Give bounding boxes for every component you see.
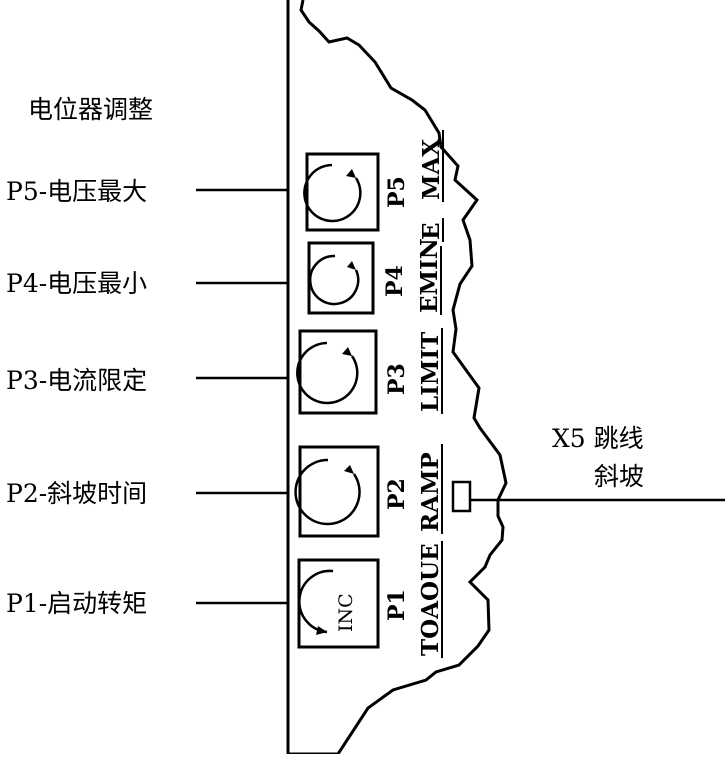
label-p2: P2-斜坡时间 (6, 479, 147, 508)
label-p4: P4-电压最小 (6, 269, 147, 298)
code-p2: P2 (384, 478, 410, 510)
pot-box-p1 (297, 558, 380, 649)
func-e: E (418, 222, 445, 240)
knob-text-inc: INC (335, 593, 357, 632)
board-outline (286, 0, 508, 756)
func-toaoue: TOAOUE (417, 543, 444, 656)
func-ramp: RAMP (417, 452, 444, 532)
knob-arrow-p4 (347, 261, 356, 270)
code-p5: P5 (384, 176, 410, 208)
knob-arc-p1 (298, 569, 334, 634)
func-emin: EMIN (416, 238, 443, 313)
knob-arrow-p3 (342, 347, 352, 356)
knob-arrow-p1 (316, 626, 327, 635)
func-limit: LIMIT (417, 332, 444, 412)
code-p3: P3 (384, 363, 410, 395)
label-p5: P5-电压最大 (6, 177, 147, 206)
knob-arc-p2 (294, 458, 361, 526)
jumper-title: X5 跳线 (552, 424, 644, 453)
knob-arc-p4 (308, 254, 360, 306)
knob-arrow-p2 (344, 465, 354, 474)
func-max: MAX (418, 139, 445, 200)
jumper-x5 (451, 480, 472, 513)
knob-arrow-p5 (346, 169, 356, 178)
jumper-subtitle: 斜坡 (594, 462, 644, 491)
knob-arc-p3 (296, 341, 359, 405)
diagram-title: 电位器调整 (28, 95, 153, 124)
code-p4: P4 (382, 265, 408, 297)
knob-arc-p5 (303, 163, 362, 223)
label-p1: P1-启动转矩 (6, 589, 147, 618)
pot-box-p4 (307, 241, 375, 315)
label-p3: P3-电流限定 (6, 366, 147, 395)
code-p1: P1 (384, 589, 410, 621)
